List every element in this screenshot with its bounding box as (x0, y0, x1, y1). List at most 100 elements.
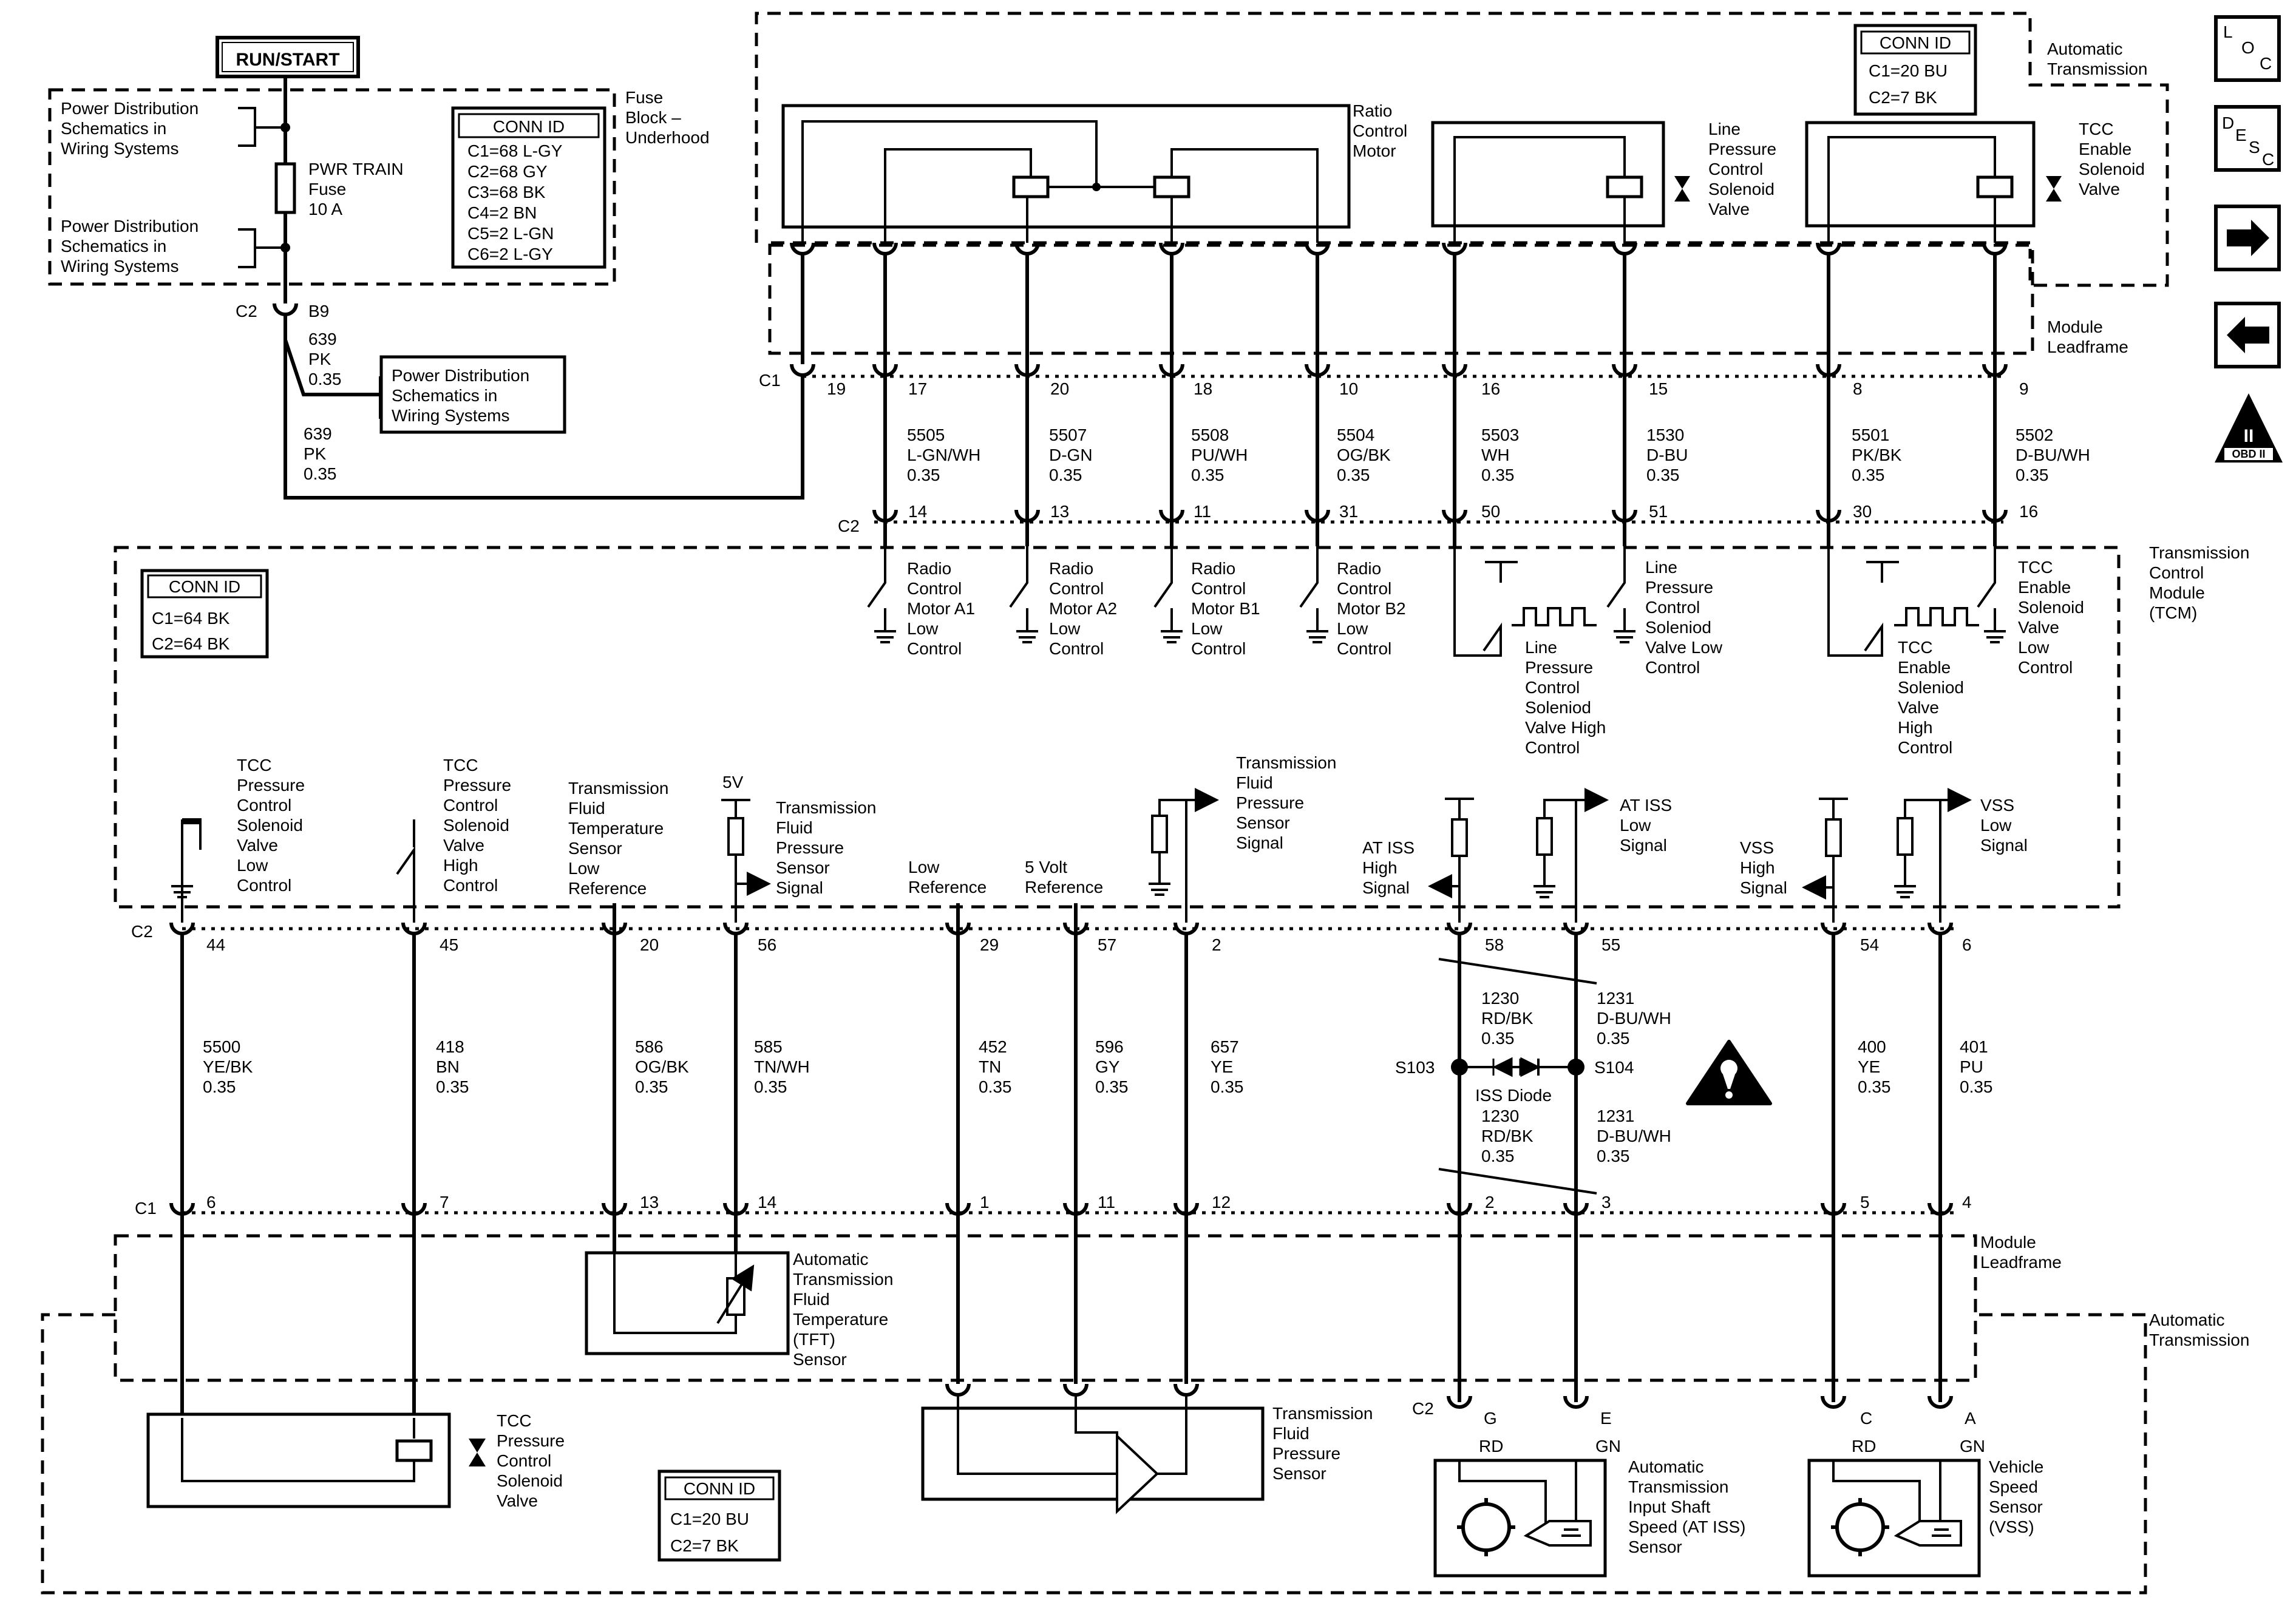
top-c2-label: C2 (838, 517, 860, 535)
pd-bottom-ref: Power Distribution Schematics in Wiring … (61, 217, 203, 276)
loc-button[interactable]: L O C (2214, 15, 2281, 82)
svg-text:14: 14 (758, 1193, 776, 1212)
fuse-block-title: Fuse Block – Underhood (625, 88, 710, 147)
tcc-pc-valve-label: TCC Pressure Control Solenoid Valve (497, 1411, 569, 1510)
iss-pin-g: G (1484, 1409, 1497, 1428)
svg-text:1: 1 (980, 1193, 990, 1212)
svg-text:D: D (2222, 114, 2234, 132)
svg-text:2: 2 (1212, 935, 1221, 954)
svg-text:15: 15 (1649, 379, 1668, 398)
tcm-title: Transmission Control Module (TCM) (2149, 543, 2254, 622)
auto-trans-bottom: Module Leadframe Automatic Transmission … (41, 1214, 2249, 1595)
nav-panel: L O C D E S C II OBD II (2214, 15, 2283, 463)
svg-text:6: 6 (206, 1193, 216, 1212)
forward-arrow-icon (2227, 220, 2269, 256)
svg-text:C: C (2262, 150, 2274, 169)
svg-text:O: O (2241, 38, 2255, 57)
auto-trans-top-title: Automatic Transmission (2047, 39, 2147, 78)
vss-pin-c: C (1860, 1409, 1872, 1428)
bottom-c1-label: C1 (135, 1199, 157, 1218)
svg-text:45: 45 (440, 935, 458, 954)
fuse-block: RUN/START Fuse Block – Underhood Power D… (48, 36, 804, 500)
svg-text:3: 3 (1601, 1193, 1611, 1212)
fuse-c2-label: C2 (236, 302, 257, 320)
run-start-label: RUN/START (236, 50, 339, 70)
svg-text:II: II (2244, 426, 2254, 446)
pwr-train-fuse: PWR TRAIN Fuse 10 A (308, 160, 408, 219)
ratio-control-motor-label: Ratio Control Motor (1353, 101, 1412, 160)
bottom-c2-pins: 44 45 20 56 29 57 2 58 55 54 6 (206, 935, 1972, 954)
svg-text:7: 7 (440, 1193, 449, 1212)
obd-ii-icon (2215, 393, 2283, 463)
svg-text:8: 8 (1853, 379, 1863, 398)
svg-text:10: 10 (1339, 379, 1358, 398)
iss-color-gn: GN (1595, 1437, 1621, 1456)
svg-text:56: 56 (758, 935, 776, 954)
tfp-sensor-label: Transmission Fluid Pressure Sensor (1272, 1404, 1377, 1483)
svg-text:11: 11 (1098, 1193, 1115, 1212)
line-pressure-label: Line Pressure Control Solenoid Valve (1708, 120, 1781, 219)
s103-label: S103 (1395, 1058, 1435, 1077)
svg-text:51: 51 (1649, 502, 1668, 521)
desc-button[interactable]: D E S C (2214, 105, 2281, 172)
fuse-conn-id-rows: C1=68 L-GY C2=68 GY C3=68 BK C4=2 BN C5=… (467, 141, 567, 263)
pin-c1-19: 19 (827, 379, 846, 398)
svg-text:16: 16 (2019, 502, 2038, 521)
pd-top-ref: Power Distribution Schematics in Wiring … (61, 99, 203, 158)
iss-sensor-label: Automatic Transmission Input Shaft Speed… (1628, 1457, 1750, 1556)
svg-text:5: 5 (1860, 1193, 1870, 1212)
obd-ii-button[interactable]: II OBD II (2215, 393, 2283, 463)
svg-text:16: 16 (1481, 379, 1500, 398)
svg-text:17: 17 (908, 379, 927, 398)
iss-diode-label: ISS Diode (1475, 1086, 1552, 1105)
svg-text:13: 13 (640, 1193, 659, 1212)
tcm-module: Transmission Control Module (TCM) CONN I… (114, 543, 2254, 923)
svg-text:C: C (2260, 54, 2272, 73)
back-arrow-button[interactable] (2214, 302, 2281, 368)
tft-sensor-label: Automatic Transmission Fluid Temperature… (793, 1250, 898, 1369)
wire-639-left: 639 PK 0.35 (304, 424, 337, 483)
forward-arrow-button[interactable] (2214, 205, 2281, 271)
svg-text:29: 29 (980, 935, 999, 954)
svg-text:31: 31 (1339, 502, 1358, 521)
svg-text:44: 44 (206, 935, 225, 954)
top-conn-id-title: CONN ID (1880, 33, 1951, 52)
svg-text:55: 55 (1601, 935, 1620, 954)
